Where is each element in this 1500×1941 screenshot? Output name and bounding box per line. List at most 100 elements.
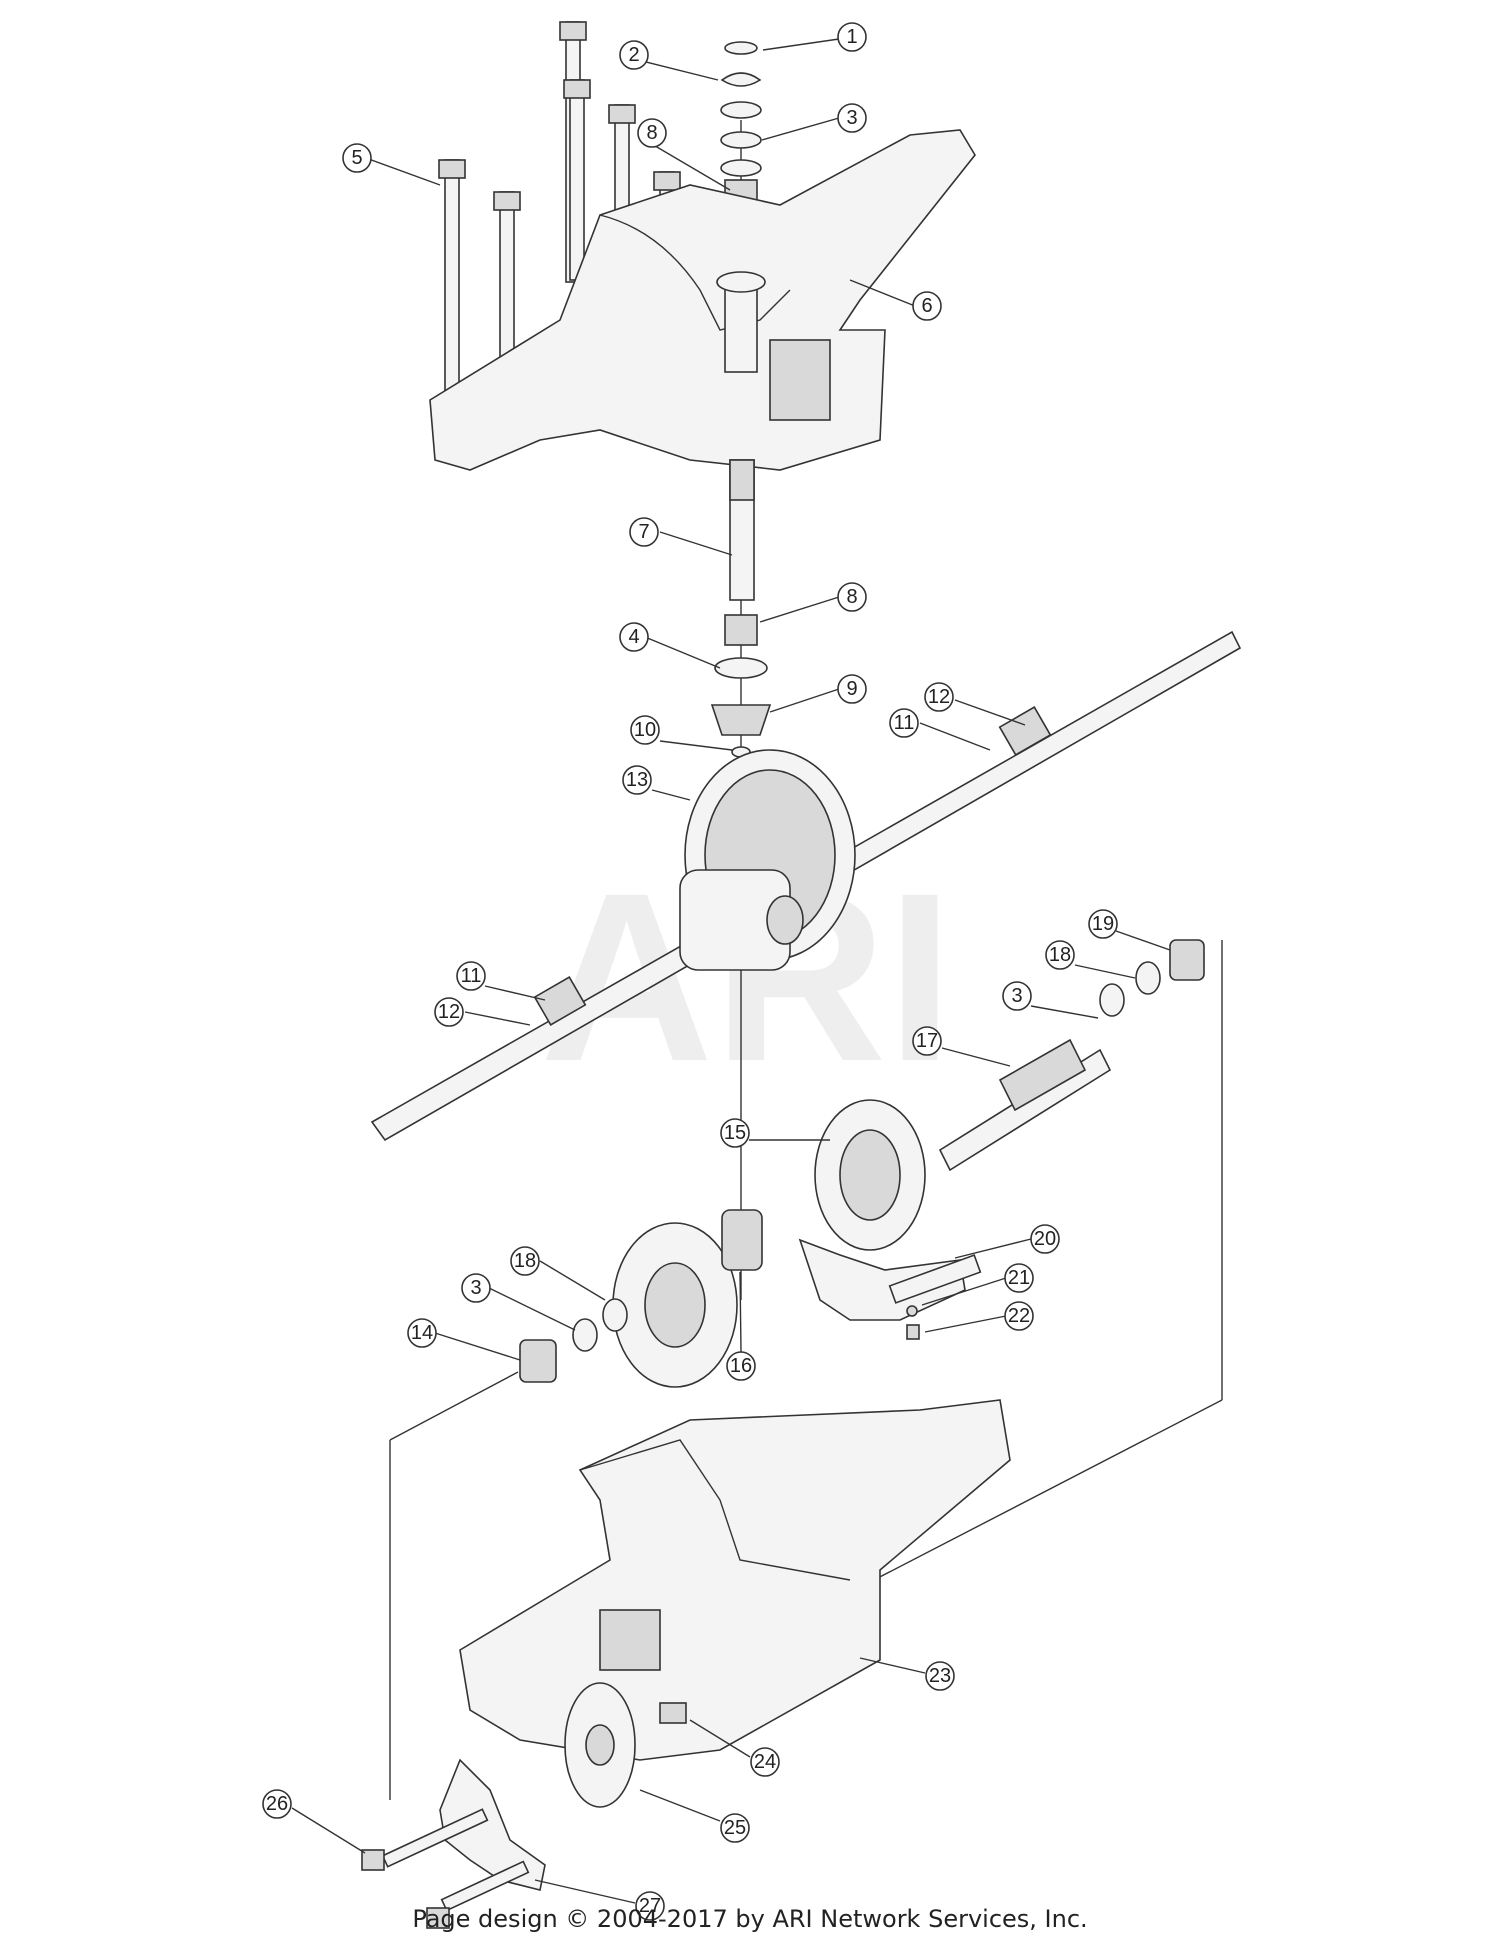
bolt-head: [563, 79, 591, 99]
callout-12-left: 12: [434, 997, 464, 1027]
housing-block: [769, 339, 831, 421]
svg-text:14: 14: [411, 1322, 433, 1344]
callout-3-right: 3: [1002, 981, 1032, 1011]
svg-text:8: 8: [646, 122, 657, 144]
axle-bushing-left: [533, 976, 587, 1026]
svg-text:11: 11: [461, 965, 482, 987]
shift-rod: [888, 1254, 982, 1304]
svg-text:5: 5: [351, 147, 362, 169]
svg-text:17: 17: [916, 1030, 938, 1052]
svg-text:18: 18: [514, 1250, 536, 1272]
leader-lines: [291, 38, 1171, 1904]
callout-14: 14: [407, 1318, 437, 1348]
shift-collar: [721, 1209, 763, 1271]
callout-22: 22: [1004, 1301, 1034, 1331]
housing-boss: [724, 281, 758, 373]
callout-4: 4: [619, 622, 649, 652]
bolt-head: [438, 159, 466, 179]
shaft-spline-gear: [998, 1038, 1087, 1112]
callout-11-right: 11: [889, 708, 919, 738]
housing-detail: [599, 214, 791, 331]
housing-boss-top: [716, 271, 766, 293]
svg-text:7: 7: [638, 521, 649, 543]
upper-housing: [429, 129, 976, 471]
bushing: [1169, 939, 1205, 981]
callout-8-lower: 8: [837, 582, 867, 612]
lower-housing-block: [599, 1609, 661, 1671]
shaft-key: [659, 1702, 687, 1724]
svg-text:27: 27: [639, 1895, 661, 1917]
shift-fork: [798, 1238, 966, 1321]
callout-1: 1: [837, 22, 867, 52]
washer: [720, 101, 762, 119]
bevel-pinion: [710, 704, 772, 736]
thrust-washer: [714, 657, 768, 679]
svg-text:19: 19: [1092, 913, 1114, 935]
callout-2: 2: [619, 40, 649, 70]
bolt-head: [559, 21, 587, 41]
copyright-footer: Page design © 2004-2017 by ARI Network S…: [412, 1905, 1088, 1933]
svg-text:25: 25: [724, 1817, 746, 1839]
callout-5: 5: [342, 143, 372, 173]
svg-text:11: 11: [894, 712, 915, 734]
bracket-bolt: [440, 1860, 530, 1912]
svg-text:1: 1: [846, 26, 857, 48]
washer: [720, 159, 762, 177]
pulley-hub: [585, 1724, 615, 1766]
svg-text:3: 3: [470, 1277, 481, 1299]
svg-text:10: 10: [634, 719, 656, 741]
spur-gear-hub: [644, 1262, 706, 1348]
callout-21: 21: [1004, 1263, 1034, 1293]
washer: [1099, 983, 1125, 1017]
axle-bushing-right: [998, 706, 1052, 756]
svg-text:4: 4: [628, 626, 639, 648]
callout-17: 17: [912, 1026, 942, 1056]
svg-text:16: 16: [730, 1355, 752, 1377]
svg-text:15: 15: [724, 1122, 746, 1144]
svg-text:8: 8: [846, 586, 857, 608]
callout-26: 26: [262, 1789, 292, 1819]
callout-8: 8: [637, 118, 667, 148]
right-dimension-line-lower: [844, 1399, 1223, 1596]
svg-text:18: 18: [1049, 944, 1071, 966]
callout-10: 10: [630, 715, 660, 745]
callout-3: 3: [837, 103, 867, 133]
callout-20: 20: [1030, 1224, 1060, 1254]
bevel-gear-hub: [839, 1129, 901, 1221]
svg-text:12: 12: [928, 686, 950, 708]
svg-text:6: 6: [921, 295, 932, 317]
callout-27: 27: [635, 1891, 665, 1921]
callout-9: 9: [837, 674, 867, 704]
input-shaft-spline: [729, 459, 755, 501]
detent-spring: [906, 1324, 920, 1340]
callout-25: 25: [720, 1813, 750, 1843]
snap-ring: [724, 41, 758, 55]
brake-bolt: [381, 1808, 489, 1868]
washer: [572, 1318, 598, 1352]
callout-16: 16: [726, 1351, 756, 1381]
thrust-washer: [602, 1298, 628, 1332]
svg-text:12: 12: [438, 1001, 460, 1023]
callout-18-right: 18: [1045, 940, 1075, 970]
needle-bearing-lower: [724, 614, 758, 646]
bolt-head: [653, 171, 681, 191]
callout-7: 7: [629, 517, 659, 547]
bolt: [569, 79, 585, 281]
callout-6: 6: [912, 291, 942, 321]
bolt-head: [493, 191, 521, 211]
left-dimension-line: [389, 1371, 519, 1441]
callout-19: 19: [1088, 909, 1118, 939]
callout-3-left: 3: [461, 1273, 491, 1303]
bushing: [519, 1339, 557, 1383]
svg-text:22: 22: [1008, 1305, 1030, 1327]
callout-23: 23: [925, 1661, 955, 1691]
callout-18-left: 18: [510, 1246, 540, 1276]
callout-15: 15: [720, 1118, 750, 1148]
callout-13: 13: [622, 765, 652, 795]
callout-12-right: 12: [924, 682, 954, 712]
svg-text:26: 26: [266, 1793, 288, 1815]
bolt-head: [361, 1849, 385, 1871]
lower-housing: [459, 1399, 1011, 1761]
differential-bearing: [766, 895, 804, 945]
